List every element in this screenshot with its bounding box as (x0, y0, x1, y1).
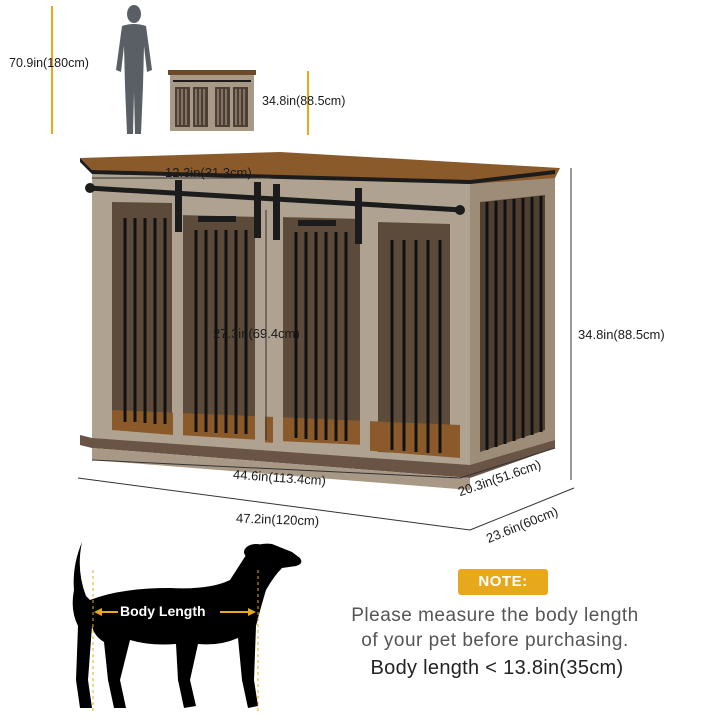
person-height-label: 70.9in(180cm) (9, 56, 89, 70)
small-cabinet-indicator: 34.8in(88.5cm) (165, 65, 375, 140)
body-length-label: Body Length (120, 603, 206, 619)
body-length-rule: Body length < 13.8in(35cm) (370, 657, 624, 679)
person-silhouette-icon (51, 5, 152, 134)
cabinet-height-label: 34.8in(88.5cm) (578, 327, 665, 342)
overall-width-label: 47.2in(120cm) (235, 510, 320, 529)
dog-silhouette (60, 530, 310, 720)
small-cabinet-height-label: 34.8in(88.5cm) (262, 94, 346, 108)
dog-icon (72, 542, 302, 712)
door-width-label: 12.3in(31.3cm) (165, 165, 252, 180)
note-line-2: of your pet before purchasing. (361, 630, 629, 651)
note-line-1: Please measure the body length (351, 605, 639, 626)
door-height-label: 27.3in(69.4cm) (213, 326, 300, 341)
note-text: Please measure the body length of your p… (320, 603, 670, 653)
cabinet-illustration (77, 152, 575, 531)
person-height-indicator: 70.9in(180cm) (0, 0, 180, 140)
small-cabinet-icon (168, 70, 309, 135)
note-badge: NOTE: (458, 569, 548, 595)
dog-crate-cabinet: 12.3in(31.3cm) 27.3in(69.4cm) 34.8in(88.… (0, 140, 720, 546)
